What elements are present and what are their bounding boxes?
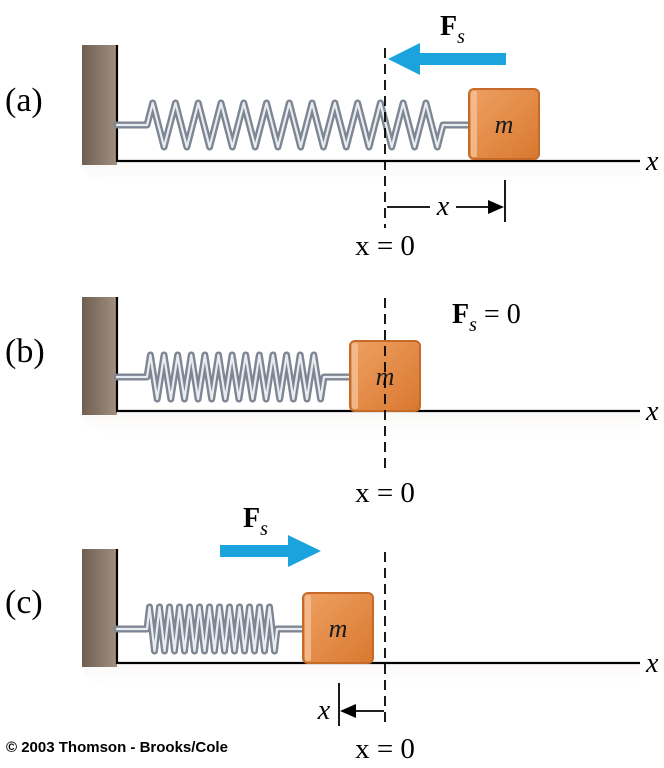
wall xyxy=(82,45,117,165)
force-label: Fs xyxy=(440,11,465,48)
force-label: Fs xyxy=(243,503,268,540)
displacement-arrow xyxy=(387,180,506,222)
wall xyxy=(82,549,640,687)
displacement-label: x xyxy=(317,695,331,726)
mass-label: m xyxy=(376,362,395,391)
mass-label: m xyxy=(495,110,514,139)
axis-label: x xyxy=(645,146,659,177)
spring xyxy=(113,99,473,151)
panel-label: (c) xyxy=(5,584,43,621)
mass-block: m xyxy=(302,592,374,664)
origin-label: x = 0 xyxy=(355,733,415,765)
copyright-text: © 2003 Thomson - Brooks/Cole xyxy=(6,739,228,756)
wall xyxy=(82,45,640,185)
panel-a: m Fs (a) x x x = 0 xyxy=(5,11,659,262)
panel-b: m Fs = 0 (b) x x = 0 xyxy=(5,297,659,509)
force-label: Fs = 0 xyxy=(452,299,521,336)
displacement-arrow xyxy=(338,683,384,726)
panel-label: (a) xyxy=(5,82,43,119)
mass-label: m xyxy=(329,614,348,643)
axis-label: x xyxy=(645,648,659,679)
wall xyxy=(82,297,640,435)
panel-label: (b) xyxy=(5,333,45,370)
force-arrow xyxy=(388,43,506,75)
spring xyxy=(113,351,354,403)
displacement-label: x xyxy=(436,191,450,222)
wall xyxy=(82,549,117,667)
mass-block: m xyxy=(349,340,421,412)
axis-label: x xyxy=(645,396,659,427)
origin-label: x = 0 xyxy=(355,230,415,262)
origin-label: x = 0 xyxy=(355,477,415,509)
force-arrow xyxy=(220,535,321,567)
mass-block: m xyxy=(468,88,540,160)
wall xyxy=(82,297,117,415)
panel-c: m Fs (c) x x x = 0 xyxy=(5,503,659,765)
spring xyxy=(113,603,307,655)
